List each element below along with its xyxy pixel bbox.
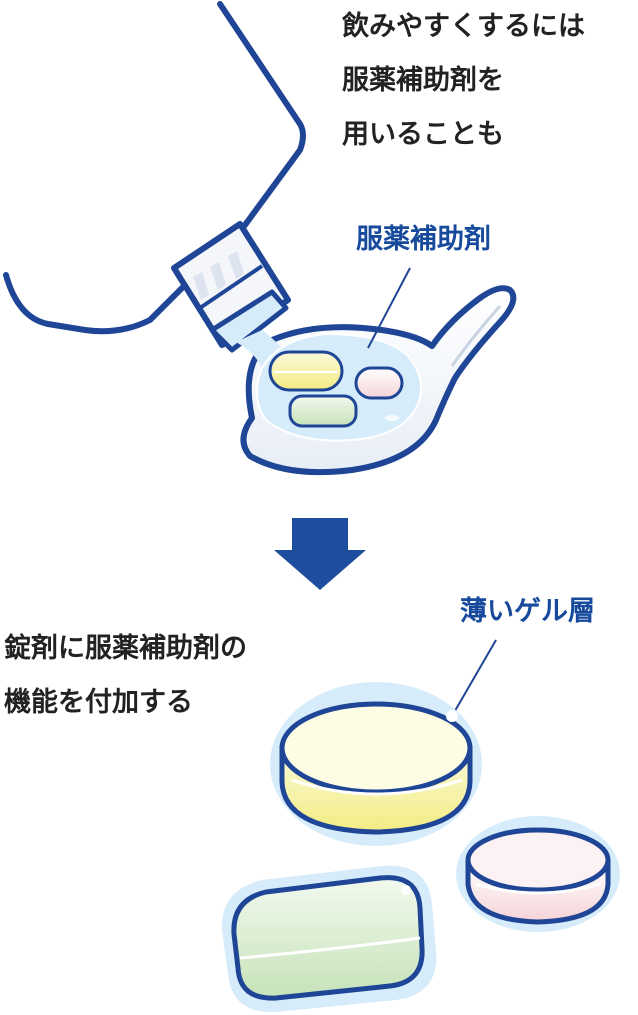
small-pink-pill — [354, 366, 404, 400]
bottle — [3, 1, 306, 353]
top-caption-line-1: 飲みやすくするには — [342, 11, 585, 42]
bottom-caption-line-2: 機能を付加する — [4, 687, 193, 718]
top-caption-line-3: 用いることも — [342, 119, 504, 150]
large-yellow-tablet — [270, 682, 482, 846]
label-leader-top — [367, 267, 411, 349]
down-arrow-icon — [274, 518, 366, 590]
top-label: 服薬補助剤 — [356, 224, 491, 255]
pink-tablet — [456, 816, 620, 932]
small-yellow-pill — [268, 350, 344, 392]
bottom-caption-line-1: 錠剤に服薬補助剤の — [4, 633, 247, 664]
small-green-pill — [288, 394, 358, 428]
bottom-label: 薄いゲル層 — [460, 596, 595, 627]
top-caption-line-2: 服薬補助剤を — [342, 65, 504, 96]
green-tablet — [221, 865, 437, 1013]
label-leader-bottom — [451, 639, 497, 717]
